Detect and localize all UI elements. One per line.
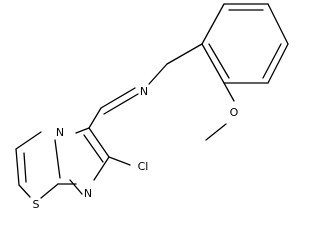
imidazothiazole-core xyxy=(15,107,110,199)
atom-label-n-imine: N xyxy=(140,85,148,98)
benzyl-linker xyxy=(148,43,203,85)
atom-label-cl: Cl xyxy=(138,160,149,173)
atom-label-n-ring: N xyxy=(84,187,92,200)
atom-label-s-ring: S xyxy=(33,198,40,211)
chloro-bond xyxy=(108,156,131,166)
benzene-ring xyxy=(201,3,289,84)
molecule-structure-diagram: N O N N S Cl xyxy=(15,3,289,211)
atom-label-n-bridge: N xyxy=(56,126,64,139)
atom-labels: N O N N S Cl xyxy=(33,85,239,211)
atom-label-o-methoxy: O xyxy=(230,106,239,119)
imine-bond xyxy=(100,87,139,115)
methoxy-group xyxy=(205,82,235,141)
